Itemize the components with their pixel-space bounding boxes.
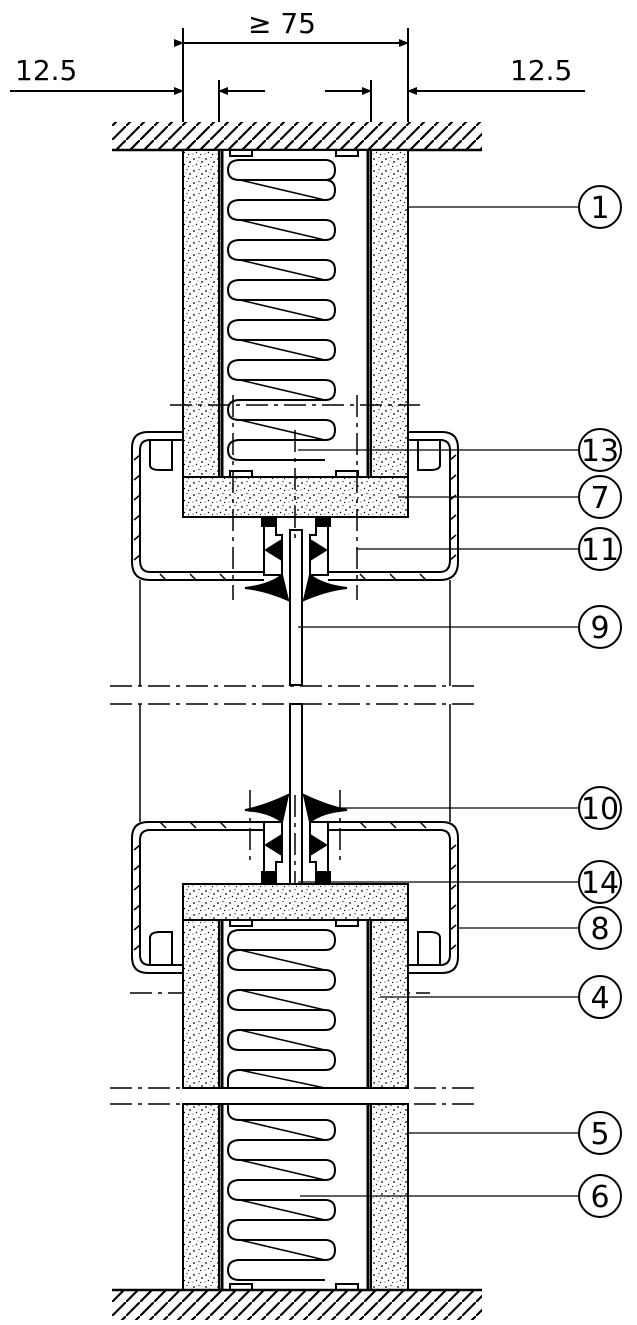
callout-14: 14	[578, 860, 622, 904]
callout-5: 5	[578, 1111, 622, 1155]
dimension-label-right-board: 12.5	[510, 54, 572, 87]
dimension-label-width: ≥ 75	[248, 7, 316, 40]
callout-6: 6	[578, 1174, 622, 1218]
callout-10-label: 10	[581, 792, 619, 827]
upper-right-board	[370, 149, 409, 478]
upper-wall	[182, 149, 409, 478]
callout-11: 11	[578, 527, 622, 571]
callout-14-label: 14	[581, 866, 619, 901]
glass-pane	[289, 529, 303, 885]
callout-4: 4	[578, 975, 622, 1019]
callout-13: 13	[578, 428, 622, 472]
lower-frame-profile	[131, 821, 459, 974]
lower-wall-upper-segment	[182, 919, 409, 1089]
dimension-label-left-board: 12.5	[15, 54, 77, 87]
callout-1: 1	[578, 185, 622, 229]
callout-9: 9	[578, 605, 622, 649]
callout-7-label: 7	[590, 481, 609, 516]
upper-frame-profile	[131, 431, 459, 581]
callout-4-label: 4	[590, 981, 609, 1016]
callout-7: 7	[578, 475, 622, 519]
floor-slab	[112, 1288, 482, 1320]
callout-11-label: 11	[581, 533, 619, 568]
callout-1-label: 1	[590, 191, 609, 226]
dimension-group	[10, 28, 585, 122]
upper-left-board	[182, 149, 220, 478]
upper-glazing-bead	[244, 516, 348, 602]
callout-6-label: 6	[590, 1180, 609, 1215]
callout-10: 10	[578, 786, 622, 830]
callout-8-label: 8	[590, 912, 609, 947]
callout-5-label: 5	[590, 1117, 609, 1152]
callout-9-label: 9	[590, 611, 609, 646]
callout-8: 8	[578, 906, 622, 950]
centerlines	[110, 395, 480, 1105]
callout-13-label: 13	[581, 434, 619, 469]
upper-insulation	[226, 159, 337, 461]
lower-glazing-bead	[244, 793, 348, 899]
lower-wall-bottom-segment	[182, 1103, 409, 1291]
ceiling-slab	[112, 122, 482, 152]
lower-horizontal-board	[182, 883, 409, 921]
frame-outline	[139, 580, 451, 822]
leader-lines	[298, 206, 578, 1197]
